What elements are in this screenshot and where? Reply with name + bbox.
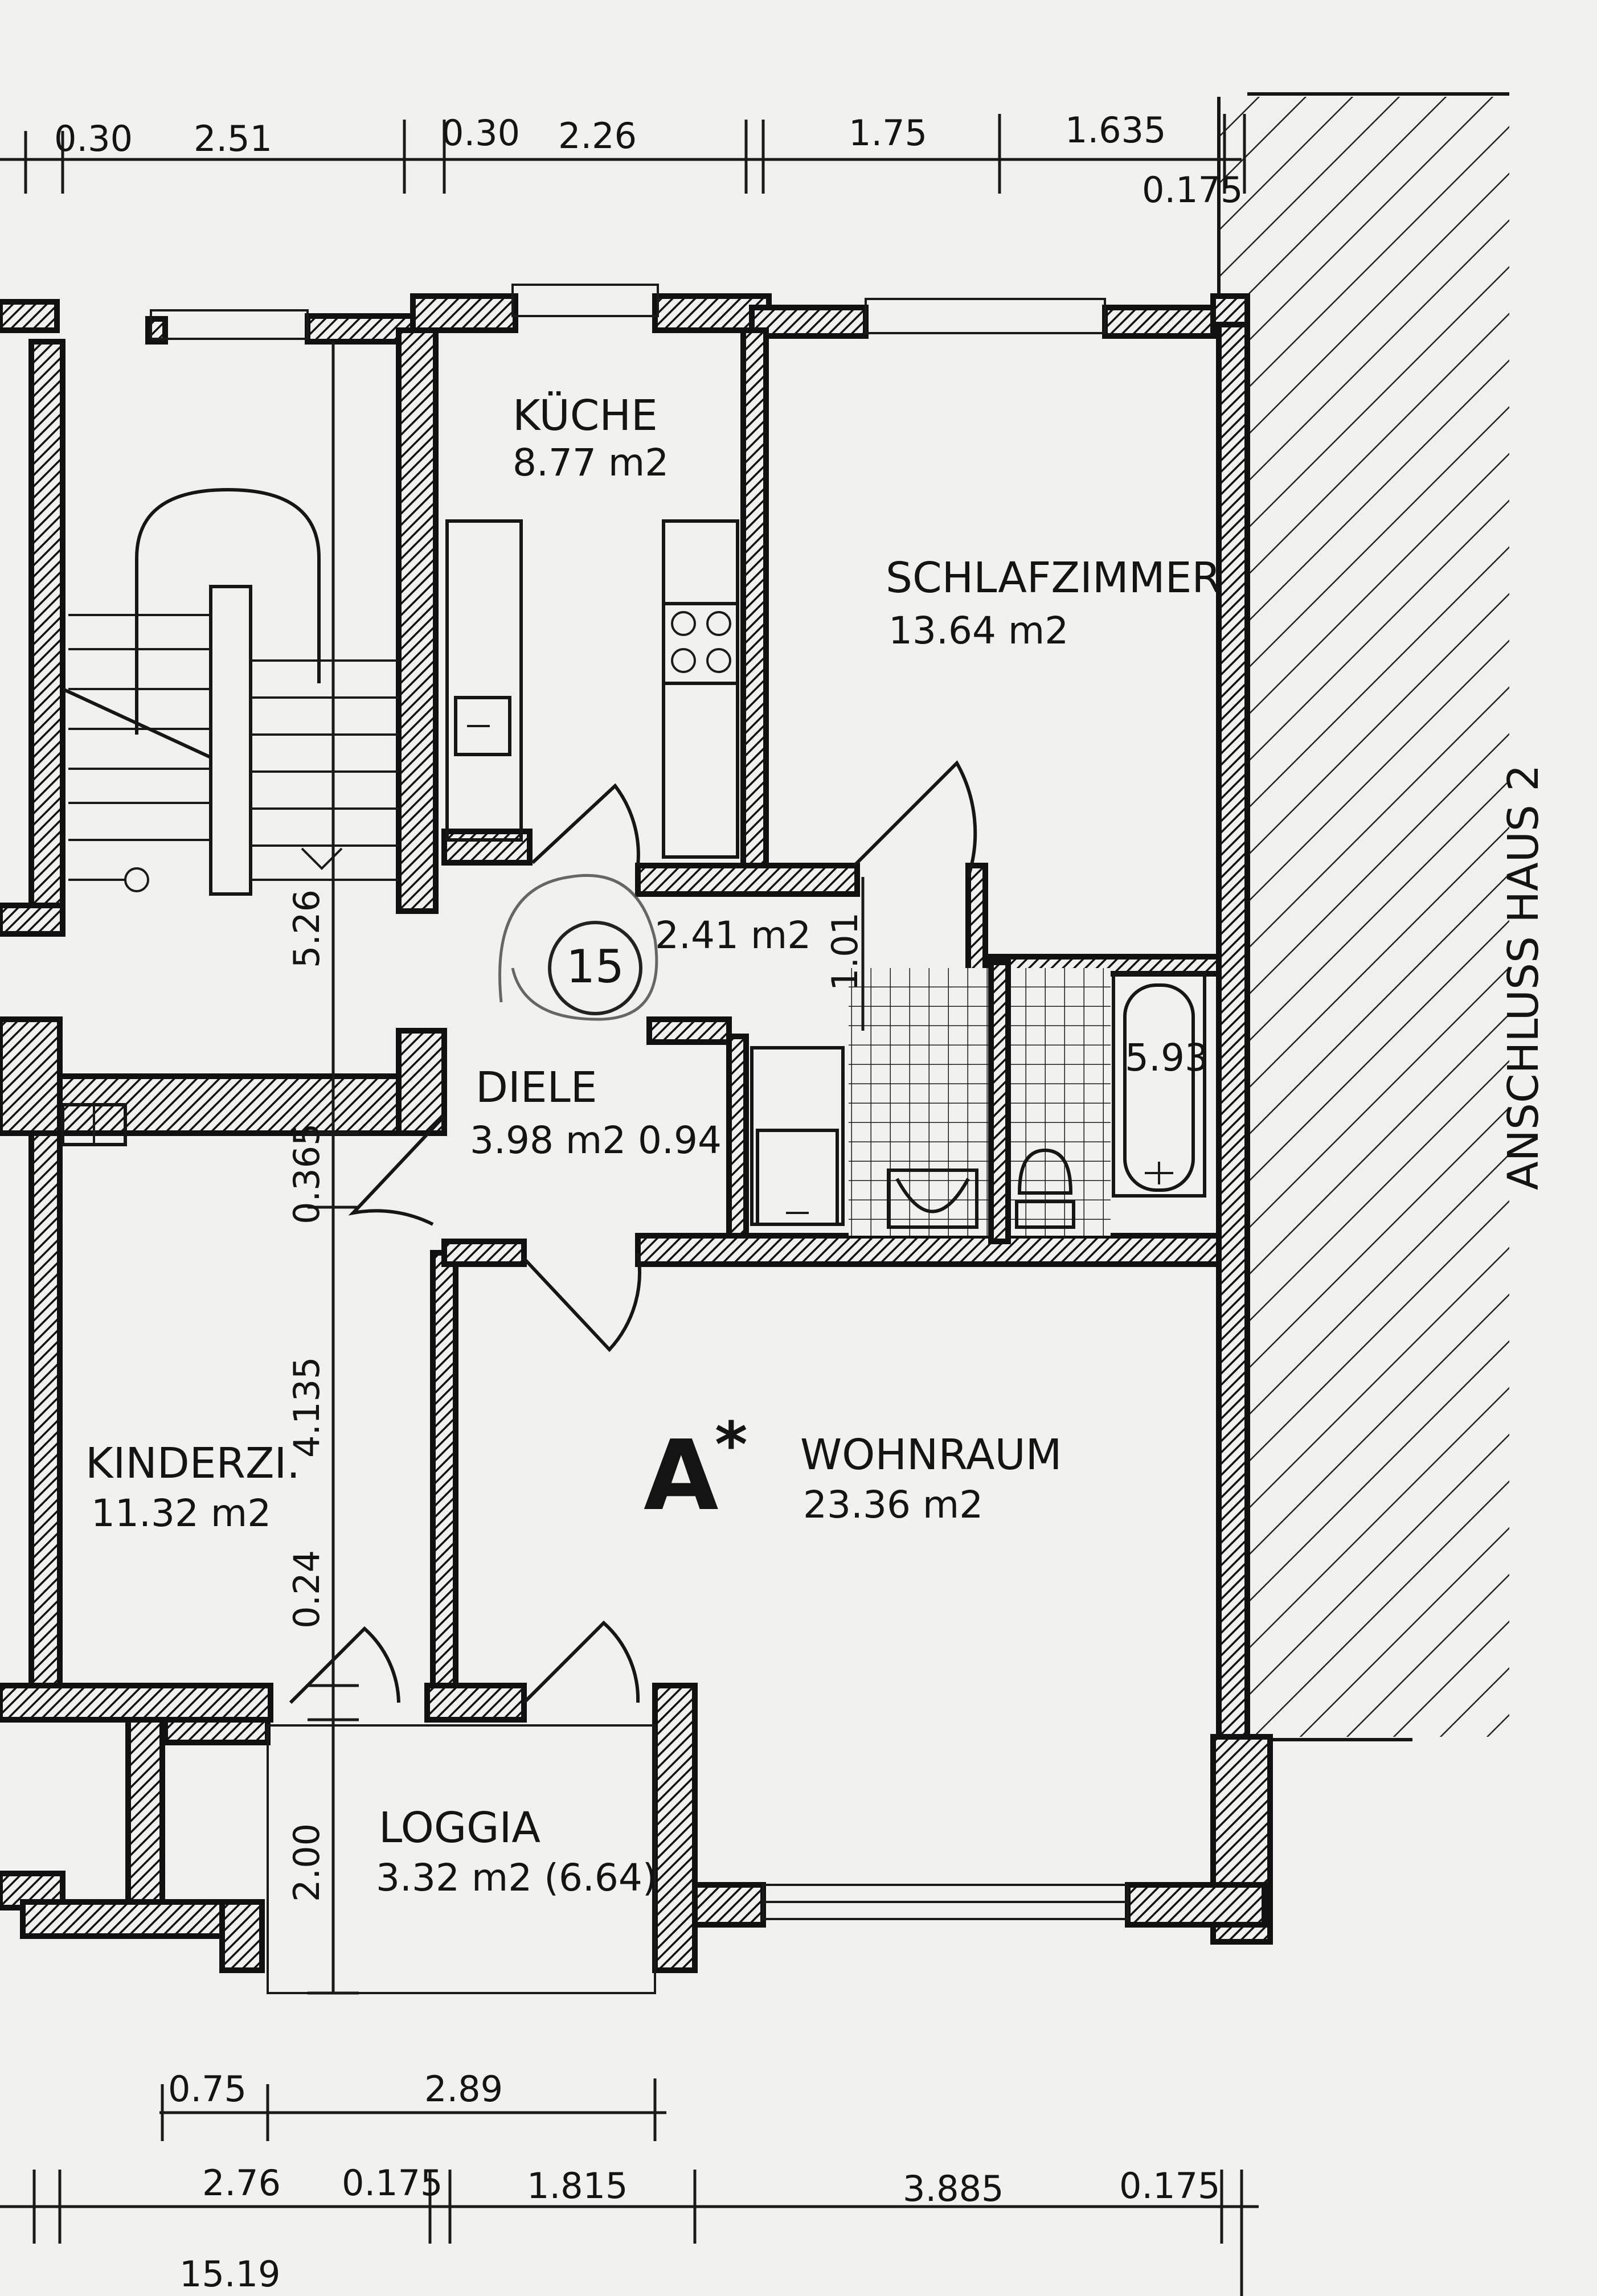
dim-vert-5: 0.24 [286,1550,327,1629]
room-area-diele: 3.98 m2 [470,1118,626,1162]
dim-bottom-8: 15.19 [179,2253,281,2295]
room-labels: KÜCHE 8.77 m2 SCHLAFZIMMER 13.64 m2 2.41… [85,391,1548,1900]
dim-vert-3: 0.365 [286,1124,327,1225]
dim-top-4: 2.26 [558,115,637,157]
room-name-kinderzimmer: KINDERZI. [85,1439,300,1488]
room-area-flur: 2.41 m2 [655,913,811,957]
dim-vert-1: 5.26 [286,889,327,968]
room-name-diele: DIELE [476,1063,597,1112]
dim-vert-6: 2.00 [286,1823,327,1902]
dim-bottom-3: 2.76 [202,2162,281,2204]
dimension-labels-top: 0.30 2.51 0.30 2.26 1.75 1.635 0.175 [54,109,1243,211]
room-name-schlafzimmer: SCHLAFZIMMER [886,554,1221,602]
dim-top-5: 1.75 [849,112,927,154]
walls [0,284,1273,1973]
dim-top-1: 0.30 [54,118,133,159]
apartment-number-marker: 15 [498,874,658,1021]
room-area-wohnraum: 23.36 m2 [803,1483,983,1527]
dim-top-6: 1.635 [1065,109,1166,151]
dim-bottom-5: 1.815 [527,2165,628,2207]
room-name-wohnraum: WOHNRAUM [800,1430,1062,1479]
room-name-kueche: KÜCHE [513,391,658,440]
kitchen-fittings [445,519,739,859]
dim-bottom-2: 2.89 [424,2068,503,2110]
unit-star: * [715,1408,748,1481]
room-name-loggia: LOGGIA [379,1803,540,1852]
dimension-labels-vertical: 5.26 1.01 0.365 4.135 0.24 2.00 [286,889,866,1902]
dim-bottom-1: 0.75 [168,2068,247,2110]
bathroom [750,960,1206,1244]
room-area-kueche: 8.77 m2 [513,441,669,485]
dim-bottom-6: 3.885 [903,2168,1004,2209]
cabinet [61,1103,127,1146]
room-area-bad: 5.93 [1125,1036,1209,1080]
room-area-kinderzimmer: 11.32 m2 [91,1491,271,1535]
room-area-loggia: 3.32 m2 (6.64) [376,1856,657,1900]
dim-bottom-4: 0.175 [342,2162,443,2204]
dimension-labels-bottom: 0.75 2.89 2.76 0.175 1.815 3.885 0.175 1… [168,2068,1221,2295]
dimension-lines [0,114,1259,2296]
dim-top-3: 0.30 [441,112,520,154]
dim-vert-4: 4.135 [286,1357,327,1458]
dim-top-7: 0.175 [1142,169,1243,211]
dim-bottom-7: 0.175 [1119,2165,1221,2207]
label-anschluss-haus: ANSCHLUSS HAUS 2 [1499,765,1548,1190]
room-area-schlafzimmer: 13.64 m2 [888,609,1068,653]
apartment-number: 15 [566,940,624,993]
neighbour-building [1217,92,1509,1741]
staircase [62,487,399,896]
dim-vert-2: 1.01 [824,912,866,991]
room-area-abstellraum: 0.94 [638,1118,722,1162]
unit-letter: A [644,1420,719,1532]
dim-top-2: 2.51 [194,118,272,159]
